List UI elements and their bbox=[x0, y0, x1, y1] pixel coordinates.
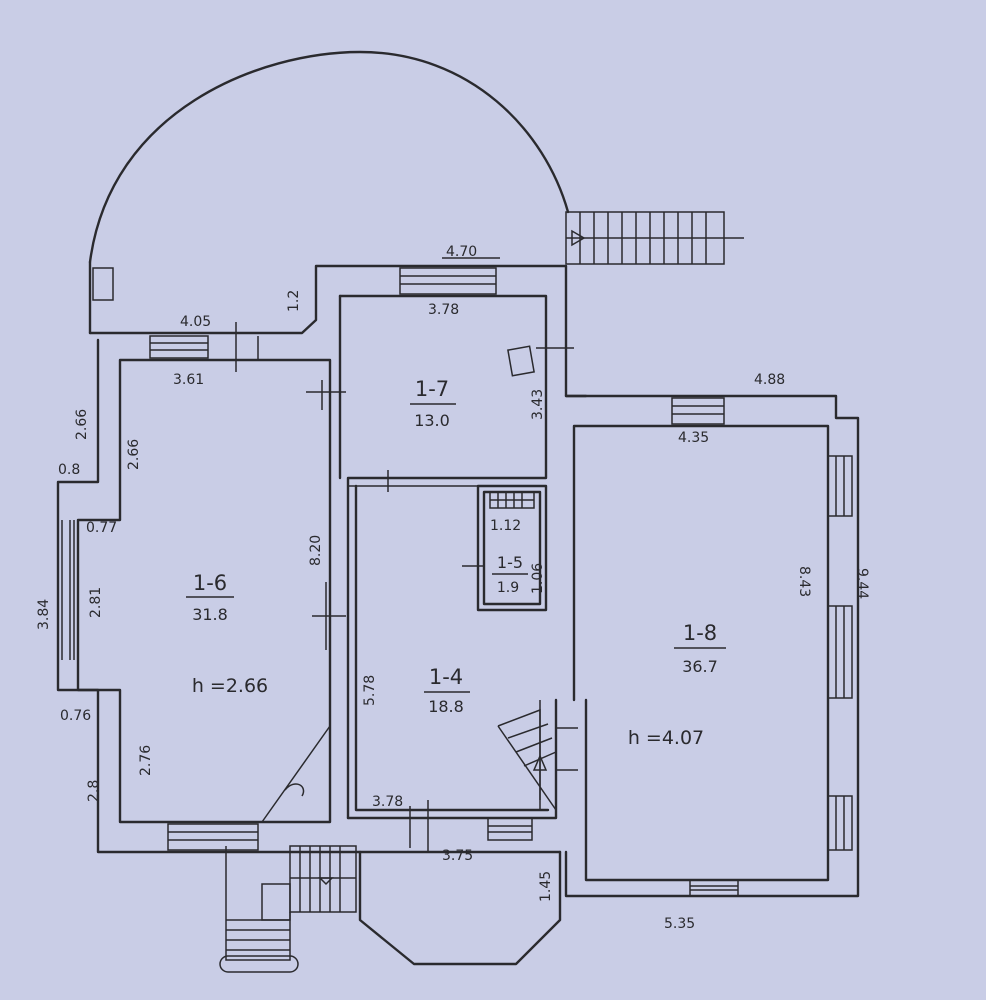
dim-820: 8.20 bbox=[308, 535, 324, 566]
wall-1-6-outer bbox=[56, 338, 562, 854]
dim-28: 2.8 bbox=[86, 780, 102, 802]
room-1-6-id: 1-6 bbox=[193, 571, 227, 595]
dim-12: 1.2 bbox=[286, 290, 302, 312]
window-1-6-bottom bbox=[167, 823, 259, 851]
room-1-7-area: 13.0 bbox=[414, 411, 450, 430]
dim-145: 1.45 bbox=[538, 871, 554, 902]
vent-1-5 bbox=[489, 491, 535, 509]
dim-276: 2.76 bbox=[138, 745, 154, 776]
wall-1-7 bbox=[338, 294, 548, 820]
dim-08: 0.8 bbox=[58, 462, 80, 478]
dim-266-outer: 2.66 bbox=[74, 409, 90, 440]
dim-281: 2.81 bbox=[88, 587, 104, 618]
window-1-8-right-middle bbox=[827, 605, 853, 699]
dim-375: 3.75 bbox=[442, 848, 473, 864]
window-1-4-bottom bbox=[409, 800, 533, 852]
stair-1-4 bbox=[497, 700, 578, 811]
window-1-8-right-lower bbox=[827, 795, 853, 851]
window-1-6-left bbox=[61, 520, 75, 660]
room-1-4-id: 1-4 bbox=[429, 665, 463, 689]
room-1-4-area: 18.8 bbox=[428, 697, 464, 716]
dim-384: 3.84 bbox=[36, 599, 52, 630]
door-1-6 bbox=[261, 725, 331, 823]
dim-343: 3.43 bbox=[530, 389, 546, 420]
room-1-7-id: 1-7 bbox=[415, 377, 449, 401]
dim-378-bottom: 3.78 bbox=[372, 794, 403, 810]
room-1-6-height: h =2.66 bbox=[192, 675, 268, 697]
room-1-8-area: 36.7 bbox=[682, 657, 718, 676]
dim-106: 1.06 bbox=[530, 563, 546, 594]
terrace-arc bbox=[88, 50, 570, 264]
wall-1-8-inner bbox=[572, 424, 830, 882]
wall-1-8-outer bbox=[564, 394, 860, 898]
dim-405: 4.05 bbox=[180, 314, 211, 330]
room-1-5-area: 1.9 bbox=[497, 580, 519, 596]
door-mark-1-7 bbox=[306, 380, 346, 410]
bay-window bbox=[358, 850, 562, 966]
room-1-8-label: 1-8 36.7 h =4.07 bbox=[628, 621, 726, 749]
window-1-8-top bbox=[671, 397, 725, 425]
room-1-4-label: 1-4 18.8 bbox=[424, 665, 470, 716]
window-1-6-top bbox=[149, 322, 259, 372]
room-1-6-area: 31.8 bbox=[192, 605, 228, 624]
room-1-8-id: 1-8 bbox=[683, 621, 717, 645]
dim-076: 0.76 bbox=[60, 708, 91, 724]
wall-1-6-inner bbox=[76, 358, 332, 824]
room-1-7-label: 1-7 13.0 bbox=[410, 377, 456, 430]
terrace-column bbox=[92, 267, 114, 301]
door-mark-1-4 bbox=[312, 582, 346, 650]
outer-wall-left-block bbox=[88, 264, 588, 398]
dim-112: 1.12 bbox=[490, 518, 521, 534]
window-1-8-right-upper bbox=[827, 455, 853, 517]
partition-1-7-1-4 bbox=[348, 470, 546, 492]
stair-top-right bbox=[565, 211, 744, 265]
dim-944: 9.44 bbox=[854, 568, 870, 599]
dim-488: 4.88 bbox=[754, 372, 785, 388]
room-1-5-label: 1-5 1.9 bbox=[492, 553, 528, 596]
dim-378-top: 3.78 bbox=[428, 302, 459, 318]
dim-266-inner: 2.66 bbox=[126, 439, 142, 470]
room-1-6-label: 1-6 31.8 h =2.66 bbox=[186, 571, 268, 697]
room-1-5-id: 1-5 bbox=[497, 553, 523, 572]
stove-icon bbox=[507, 345, 535, 377]
room-1-8-height: h =4.07 bbox=[628, 727, 704, 749]
stair-bottom bbox=[219, 845, 357, 973]
dim-361: 3.61 bbox=[173, 372, 204, 388]
dim-470: 4.70 bbox=[446, 244, 477, 260]
window-1-7-top bbox=[399, 267, 497, 295]
dim-077: 0.77 bbox=[86, 520, 117, 536]
dim-843: 8.43 bbox=[796, 566, 812, 597]
wall-1-4 bbox=[346, 484, 558, 820]
dim-578: 5.78 bbox=[362, 675, 378, 706]
dim-535: 5.35 bbox=[664, 916, 695, 932]
window-1-8-bottom bbox=[689, 879, 739, 897]
dim-435: 4.35 bbox=[678, 430, 709, 446]
